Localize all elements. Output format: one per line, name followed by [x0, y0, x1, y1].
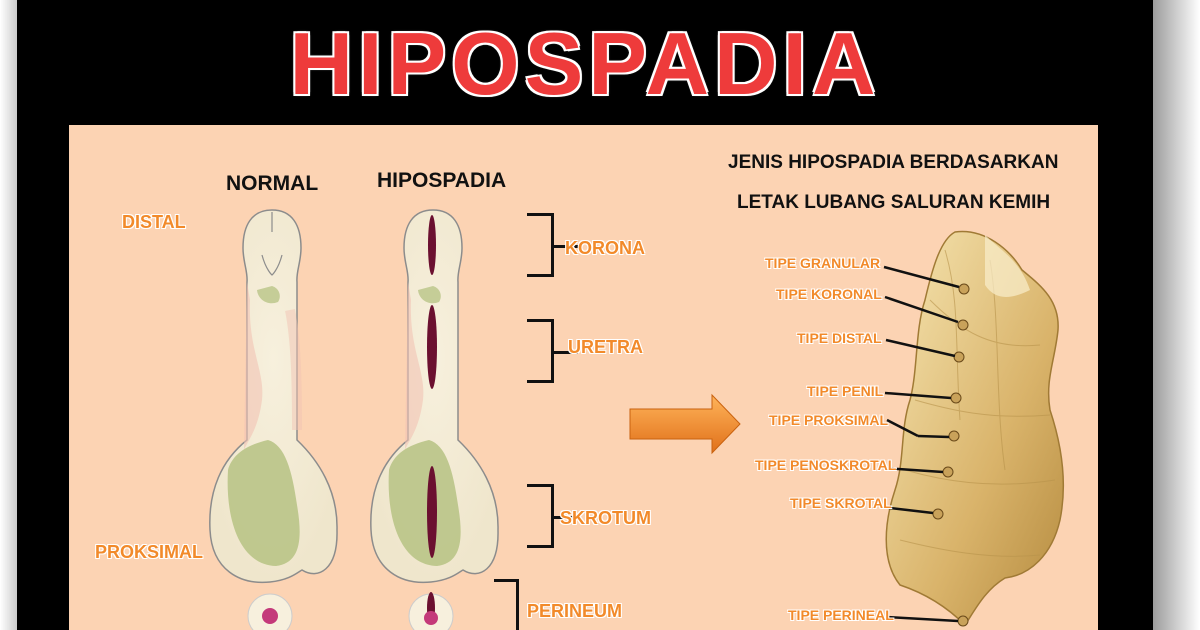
type-penil: TIPE PENIL — [807, 383, 884, 399]
left-shadow — [0, 0, 18, 630]
right-heading-line1: JENIS HIPOSPADIA BERDASARKAN — [728, 152, 1059, 173]
type-distal: TIPE DISTAL — [797, 330, 882, 346]
type-perineal: TIPE PERINEAL — [788, 607, 894, 623]
normal-diagram — [209, 209, 338, 630]
right-arrow-icon — [629, 393, 741, 455]
anatomy-illustration — [885, 230, 1065, 627]
right-heading-line2: LETAK LUBANG SALURAN KEMIH — [737, 192, 1051, 213]
label-hipospadia: HIPOSPADIA — [377, 169, 507, 192]
segment-perineum: PERINEUM — [527, 601, 623, 621]
bracket-uretra — [527, 319, 578, 383]
segment-uretra: URETRA — [568, 337, 643, 357]
bracket-skrotum — [527, 484, 578, 548]
segment-korona: KORONA — [565, 238, 645, 258]
bracket-perineum-side — [516, 579, 519, 630]
right-shadow — [1152, 0, 1200, 630]
bracket-perineum-top — [494, 579, 516, 582]
type-granular: TIPE GRANULAR — [765, 255, 881, 271]
type-proksimal: TIPE PROKSIMAL — [769, 412, 889, 428]
segment-skrotum: SKROTUM — [560, 508, 651, 528]
label-normal: NORMAL — [226, 172, 319, 195]
type-koronal: TIPE KORONAL — [776, 286, 882, 302]
slide-title: HIPOSPADIA — [289, 14, 881, 113]
hipospadia-diagram — [370, 209, 499, 630]
type-skrotal: TIPE SKROTAL — [790, 495, 892, 511]
label-distal: DISTAL — [122, 212, 186, 232]
type-penoskrotal: TIPE PENOSKROTAL — [755, 457, 897, 473]
label-proksimal: PROKSIMAL — [95, 542, 203, 562]
bracket-korona — [527, 213, 578, 277]
leader-lines — [881, 265, 960, 623]
